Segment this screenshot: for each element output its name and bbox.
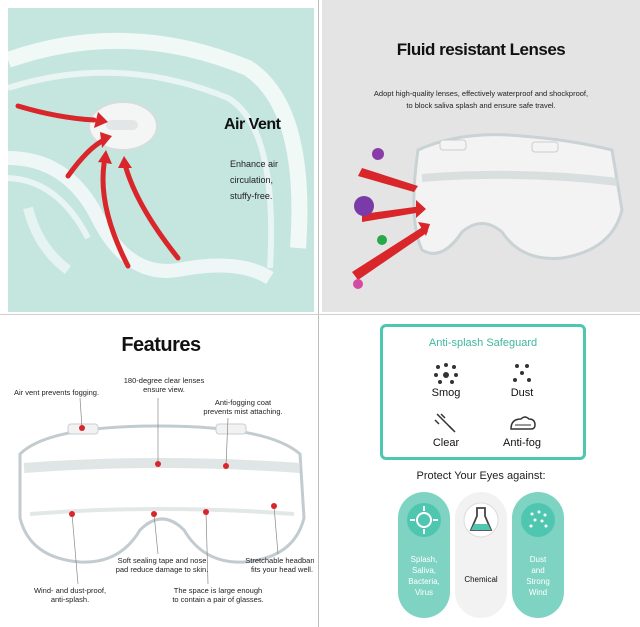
anti-fog-icon <box>510 416 536 430</box>
feature-anti-fog: Anti-fog <box>487 411 557 449</box>
air-vent-panel: Air Vent Enhance air circulation, stuffy… <box>8 8 314 312</box>
splash-arrows <box>352 168 430 280</box>
dust-wind-icon <box>521 503 555 537</box>
goggle-closeup-illustration <box>8 32 308 285</box>
callout-clear-lenses: 180-degree clear lenses ensure view. <box>123 376 205 394</box>
features-title: Features <box>121 334 201 356</box>
feature-dust: Dust <box>487 361 557 399</box>
safeguard-title: Anti-splash Safeguard <box>428 337 538 349</box>
protect-heading: Protect Your Eyes against: <box>416 470 546 482</box>
flask-icon <box>463 502 499 538</box>
callout-headband: Stretchable headband fits your head well… <box>245 556 314 574</box>
air-vent-title: Air Vent <box>224 116 281 133</box>
fluid-description: Adopt high-quality lenses, effectively w… <box>373 89 589 110</box>
smog-icon <box>434 363 458 384</box>
callout-sealing-tape: Soft sealing tape and nose pad reduce da… <box>115 556 209 574</box>
callout-wind-dust: Wind- and dust-proof, anti-splash. <box>33 586 107 604</box>
anti-splash-safeguard-box: Anti-splash Safeguard Smog Dust Clear <box>380 324 586 460</box>
callout-air-vent: Air vent prevents fogging. <box>14 388 100 397</box>
air-vent-description: Enhance air circulation, stuffy-free. <box>230 159 279 201</box>
callout-dots <box>69 425 277 517</box>
goggle-shape <box>412 133 624 260</box>
dust-icon <box>513 364 531 382</box>
callout-anti-fog-coat: Anti-fogging coat prevents mist attachin… <box>203 398 283 416</box>
goggle-outline <box>18 424 306 564</box>
pill-dust-wind: Dust and Strong Wind <box>512 492 564 618</box>
safeguard-panel: Anti-splash Safeguard Smog Dust Clear <box>322 318 640 627</box>
clear-icon <box>434 413 456 433</box>
feature-clear: Clear <box>411 411 481 449</box>
feature-smog: Smog <box>411 361 481 399</box>
fluid-resistant-panel: Fluid resistant Lenses Adopt high-qualit… <box>322 0 640 312</box>
fluid-title: Fluid resistant Lenses <box>396 40 566 59</box>
virus-icon <box>407 503 441 537</box>
horizontal-divider <box>0 314 640 315</box>
callout-space: The space is large enough to contain a p… <box>172 586 264 604</box>
pill-splash: Splash, Saliva, Bacteria, Virus <box>398 492 450 618</box>
goggle-features-illustration <box>18 397 306 585</box>
virus-particles <box>353 148 387 289</box>
vertical-divider <box>318 0 319 627</box>
goggle-virus-illustration <box>352 133 624 289</box>
features-panel: Features Air vent prevents fogging. 180-… <box>8 318 314 627</box>
pill-chemical: Chemical <box>455 492 507 618</box>
